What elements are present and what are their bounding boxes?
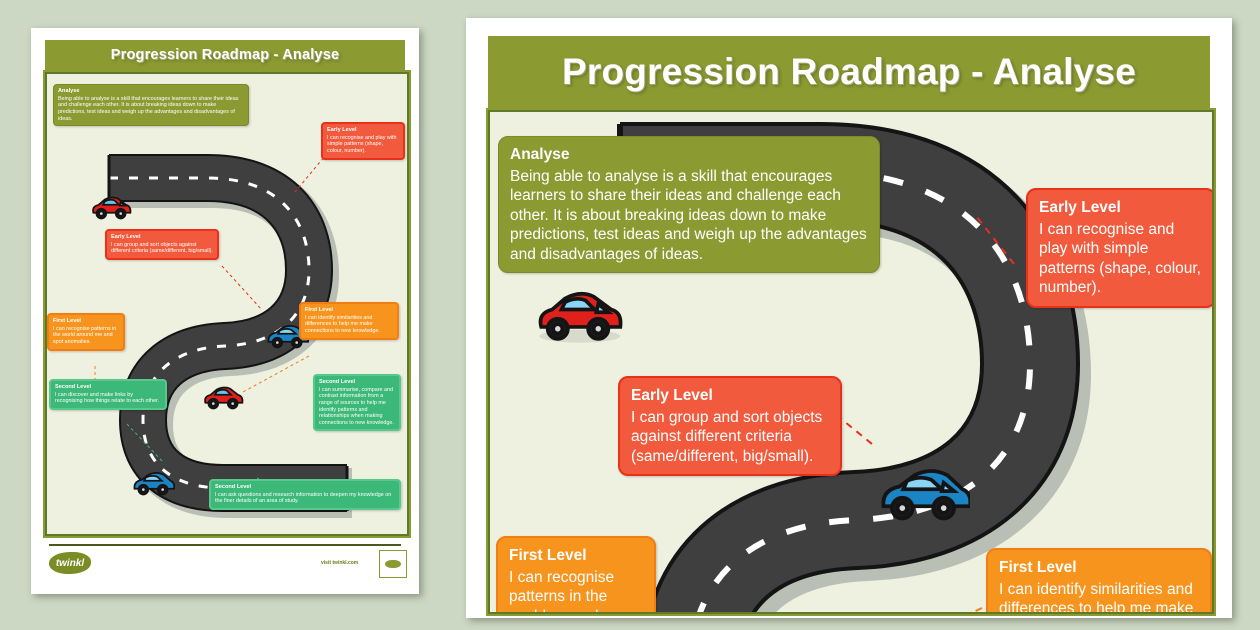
milestone-level: Second Level [319, 379, 356, 385]
milestone-text: I can group and sort objects against dif… [631, 408, 823, 465]
milestone-level: First Level [305, 307, 333, 313]
milestone-text: I can recognise and play with simple pat… [1039, 220, 1201, 297]
milestone-text: I can recognise patterns in the world ar… [53, 325, 117, 345]
milestone-text: I can ask questions and research informa… [215, 491, 392, 505]
intro-body: Being able to analyse is a skill that en… [58, 95, 239, 122]
milestone-box-first-2-enlarged[interactable]: First Level I can identify similarities … [986, 548, 1212, 614]
intro-box-enlarged[interactable]: Analyse Being able to analyse is a skill… [498, 136, 880, 274]
car-blue-second-icon [133, 472, 175, 496]
milestone-box-early-2[interactable]: Early Level I can group and sort objects… [105, 229, 219, 260]
car-red-first-icon [204, 386, 244, 410]
milestone-text: I can discover and make links by recogni… [55, 391, 159, 405]
milestone-box-first-2[interactable]: First Level I can identify similarities … [299, 302, 399, 340]
roadmap-canvas-thumbnail: Analyse Being able to analyse is a skill… [43, 70, 411, 538]
milestone-text: I can group and sort objects against dif… [111, 241, 213, 255]
car-red-start-icon-enlarged [538, 292, 623, 343]
milestone-text: I can recognise patterns in the world ar… [509, 568, 624, 612]
milestone-level: Second Level [215, 484, 252, 490]
twinkl-logo[interactable]: twinkl [49, 552, 91, 574]
milestone-box-early-1-enlarged[interactable]: Early Level I can recognise and play wit… [1026, 188, 1212, 308]
roadmap-canvas-enlarged: Analyse Being able to analyse is a skill… [486, 108, 1216, 616]
milestone-text: I can identify similarities and differen… [999, 580, 1194, 614]
page-title-thumbnail: Progression Roadmap - Analyse [45, 40, 405, 70]
page-title-enlarged: Progression Roadmap - Analyse [488, 36, 1210, 108]
milestone-box-second-3[interactable]: Second Level I can ask questions and res… [209, 479, 401, 510]
intro-heading: Analyse [58, 88, 80, 94]
car-blue-early-icon [267, 325, 309, 349]
milestone-box-early-2-enlarged[interactable]: Early Level I can group and sort objects… [618, 376, 842, 477]
milestone-box-first-1-enlarged[interactable]: First Level I can recognise patterns in … [496, 536, 656, 612]
milestone-level: First Level [999, 559, 1077, 576]
milestone-text: I can summarise, compare and contrast in… [319, 386, 394, 426]
milestone-box-first-1[interactable]: First Level I can recognise patterns in … [47, 313, 125, 351]
milestone-level: Second Level [55, 384, 92, 390]
car-red-start-icon [92, 196, 132, 220]
milestone-level: First Level [53, 318, 81, 324]
milestone-box-second-2[interactable]: Second Level I can summarise, compare an… [313, 374, 401, 432]
intro-box[interactable]: Analyse Being able to analyse is a skill… [53, 84, 249, 127]
milestone-text: I can recognise and play with simple pat… [327, 134, 397, 154]
poster-thumbnail[interactable]: Progression Roadmap - Analyse [31, 28, 419, 594]
visit-twinkl-link[interactable]: visit twinkl.com [321, 560, 359, 566]
intro-heading: Analyse [510, 146, 570, 163]
certificate-badge-icon [379, 550, 407, 578]
milestone-box-early-1[interactable]: Early Level I can recognise and play wit… [321, 122, 405, 160]
milestone-level: First Level [509, 547, 587, 564]
milestone-box-second-1[interactable]: Second Level I can discover and make lin… [49, 379, 167, 410]
milestone-level: Early Level [111, 234, 141, 240]
milestone-level: Early Level [1039, 199, 1121, 216]
milestone-level: Early Level [631, 387, 713, 404]
milestone-text: I can identify similarities and differen… [305, 314, 380, 334]
footer-divider [49, 544, 401, 546]
intro-body: Being able to analyse is a skill that en… [510, 167, 867, 263]
poster-enlarged[interactable]: Progression Roadmap - Analyse [466, 18, 1232, 618]
milestone-level: Early Level [327, 127, 357, 133]
car-blue-early-icon-enlarged [881, 469, 970, 521]
